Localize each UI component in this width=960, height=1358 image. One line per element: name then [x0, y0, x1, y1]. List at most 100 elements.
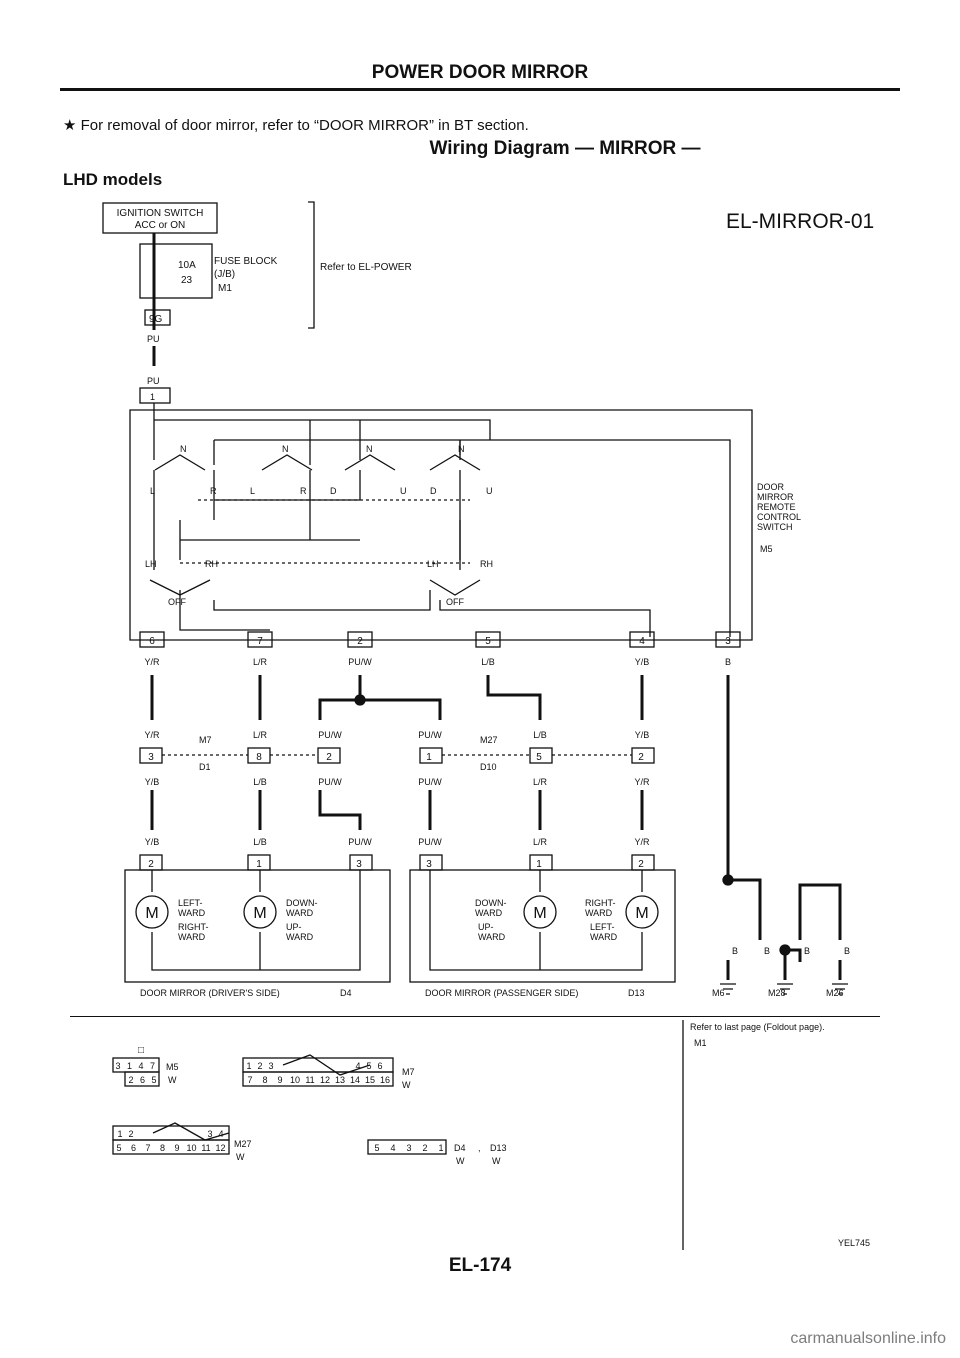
wire-color: PU/W [318, 777, 342, 787]
connector-pin: 3 [207, 1129, 212, 1139]
diagram-title: Wiring Diagram — MIRROR — [429, 138, 701, 159]
connector-id: M7 [402, 1067, 415, 1077]
motor-2 [243, 895, 277, 929]
wire-color: PU/W [348, 657, 372, 667]
driver-mirror-connector: D4 [340, 988, 352, 998]
switch-terminal-7 [247, 631, 273, 648]
connector-color: W [402, 1080, 411, 1090]
wire-color: PU [147, 376, 160, 386]
switch-terminal: 3 [725, 636, 731, 647]
switch-name: REMOTE [757, 502, 796, 512]
connector-pin: 2 [638, 752, 644, 763]
connector-pin: 4 [218, 1129, 223, 1139]
wire-color: B [804, 946, 810, 956]
switch-off-label: OFF [446, 597, 464, 607]
switch-rh-label: RH [205, 559, 218, 569]
wire-color: PU/W [418, 777, 442, 787]
connector-pin: 5 [536, 752, 542, 763]
driver-mirror-label: DOOR MIRROR (DRIVER'S SIDE) [140, 988, 280, 998]
switch-off-label: OFF [168, 597, 186, 607]
switch-position-label: R [210, 486, 217, 496]
ignition-switch-box [102, 202, 218, 234]
footer-rule [70, 1016, 880, 1017]
wire-color: Y/B [635, 730, 650, 740]
fuse-block-box [139, 243, 213, 299]
switch-terminal: 6 [149, 636, 155, 647]
title-rule [60, 88, 900, 91]
wire-color: Y/B [145, 837, 160, 847]
switch-name: SWITCH [757, 522, 793, 532]
motor-pin: 3 [426, 859, 432, 870]
wire-color: Y/B [635, 657, 650, 667]
connector-pin: 3 [406, 1143, 411, 1153]
connector-pin: 11 [305, 1075, 314, 1085]
wire-color: Y/R [634, 777, 650, 787]
mirror-direction: WARD [178, 908, 206, 918]
mirror-direction: UP- [478, 922, 494, 932]
switch-terminal: 2 [357, 636, 363, 647]
wire-color: L/R [533, 777, 548, 787]
switch-connector: M5 [760, 544, 773, 554]
mirror-direction: WARD [286, 908, 314, 918]
connector-pin: 13 [335, 1075, 345, 1085]
motor-pin: 2 [148, 859, 154, 870]
mirror-direction: WARD [178, 932, 206, 942]
wire-color: Y/R [144, 730, 160, 740]
connector-pin: 4 [390, 1143, 395, 1153]
motor-3 [523, 895, 557, 929]
ignition-switch-label: IGNITION SWITCH [117, 208, 204, 219]
motor-1 [135, 895, 169, 929]
connector-pin: 2 [128, 1075, 133, 1085]
refer-power: Refer to EL-POWER [320, 262, 412, 273]
connector-pin: 12 [320, 1075, 330, 1085]
switch-position-label: U [486, 486, 493, 496]
mirror-direction: RIGHT- [178, 922, 209, 932]
junction-9g [144, 309, 171, 326]
switch-neutral-label: N [180, 444, 187, 454]
watermark: carmanualsonline.info [790, 1330, 946, 1347]
connector-pin: 6 [140, 1075, 145, 1085]
image-code: YEL745 [838, 1238, 870, 1248]
connector-pin: 9 [277, 1075, 282, 1085]
switch-position-label: L [250, 486, 255, 496]
fuse-number: 23 [181, 275, 193, 286]
mirror-direction: WARD [585, 908, 613, 918]
wire-color: Y/R [144, 657, 160, 667]
connector-pin: 5 [374, 1143, 379, 1153]
mirror-direction: WARD [590, 932, 618, 942]
connector-id: D1 [199, 762, 211, 772]
motor-pin: 1 [256, 859, 262, 870]
switch-lh-label: LH [145, 559, 157, 569]
switch-lh-label: LH [427, 559, 439, 569]
connector-pin: 4 [138, 1061, 143, 1071]
connector-pin: 16 [380, 1075, 390, 1085]
wire-color: Y/R [634, 837, 650, 847]
wire-color: B [732, 946, 738, 956]
wire-color: L/R [253, 657, 268, 667]
motor-pin: 2 [638, 859, 644, 870]
ignition-state-label: ACC or ON [135, 220, 186, 231]
mirror-direction: LEFT- [178, 898, 203, 908]
connector-id: D13 [490, 1143, 507, 1153]
model-label: LHD models [63, 170, 163, 189]
switch-position-label: U [400, 486, 407, 496]
mirror-direction: DOWN- [286, 898, 318, 908]
connector-pin: 3 [268, 1061, 273, 1071]
motor-4 [625, 895, 659, 929]
switch-terminal-3 [715, 631, 741, 648]
switch-neutral-label: N [458, 444, 465, 454]
connector-id: M27 [480, 735, 498, 745]
connector-pin: 6 [131, 1143, 136, 1153]
connector-id: M27 [234, 1139, 252, 1149]
connector-pin: 1 [117, 1129, 122, 1139]
footer-refer-text: Refer to last page (Foldout page). [690, 1022, 825, 1032]
connector-pin: 5 [116, 1143, 121, 1153]
mirror-direction: LEFT- [590, 922, 615, 932]
passenger-mirror-box [409, 869, 676, 983]
connector-pin: 9 [174, 1143, 179, 1153]
connector-pin: 12 [215, 1143, 225, 1153]
fuse-block-abbr: (J/B) [214, 269, 235, 280]
driver-mirror-box [124, 869, 391, 983]
motor-symbol: M [635, 905, 648, 922]
